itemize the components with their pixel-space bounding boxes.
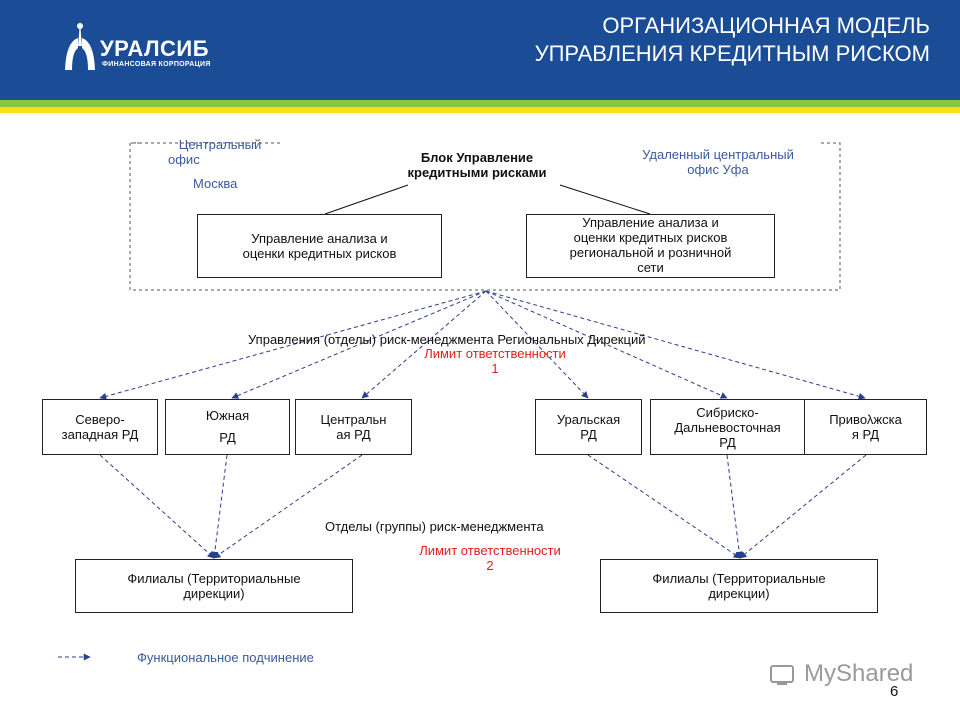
block-to-left-box-line <box>324 184 409 215</box>
remote-office-label: Удаленный центральный офис Уфа <box>618 147 818 177</box>
remote-office-line-2: офис Уфа <box>687 162 749 177</box>
rd-box-ural: Уральская РД <box>535 399 642 455</box>
limit-1-label: Лимит ответственности 1 <box>400 346 590 376</box>
rd-volga-line-1: Привολжска <box>829 412 902 427</box>
watermark: MyShared <box>768 658 928 692</box>
uralsib-emblem-icon <box>65 22 95 70</box>
limit-1-line-2: 1 <box>491 361 499 376</box>
uralsib-logo: УРАЛСИБ ФИНАНСОВАЯ КОРПОРАЦИЯ <box>60 18 230 78</box>
branches-right-line-1: Филиалы (Территориальные <box>652 571 826 586</box>
header-stripe-yellow <box>0 107 960 113</box>
right-box-line-1: Управление анализа и <box>582 215 719 230</box>
rd-box-siberia-fareast: Сибриско- Дальневосточная РД <box>650 399 805 455</box>
block-title-line-2: кредитными рисками <box>407 165 547 180</box>
rd-south-line-2: РД <box>219 430 236 445</box>
right-box-line-4: сети <box>637 260 664 275</box>
credit-risk-analysis-box: Управление анализа и оценки кредитных ри… <box>197 214 442 278</box>
left-box-line-2: оценки кредитных рисков <box>242 246 397 261</box>
hub-to-rd-arrows <box>99 290 866 400</box>
central-office-line-1: Центральный <box>178 137 262 152</box>
branches-box-right: Филиалы (Территориальные дирекции) <box>600 559 878 613</box>
limit-2-line-2: 2 <box>486 558 494 573</box>
rd-siberia-line-3: РД <box>719 434 736 450</box>
rd-to-branch-arrows <box>99 454 867 559</box>
rd-box-south: Южная РД <box>165 399 290 455</box>
legend-label: Функциональное подчинение <box>137 650 314 665</box>
watermark-text: MyShared <box>804 660 914 687</box>
branches-right-line-2: дирекции) <box>708 586 770 601</box>
right-box-line-3: региональной и розничной <box>569 245 732 260</box>
branches-box-left: Филиалы (Территориальные дирекции) <box>75 559 353 613</box>
central-office-city: Москва <box>193 176 238 191</box>
rd-box-central: Центральн ая РД <box>295 399 412 455</box>
limit-2-line-1: Лимит ответственности <box>419 543 561 558</box>
header-bar <box>0 0 960 100</box>
rd-siberia-line-1: Сибриско- <box>696 404 759 420</box>
risk-groups-label: Отделы (группы) риск-менеджмента <box>325 519 544 534</box>
remote-office-line-1: Удаленный центральный <box>642 147 794 162</box>
rd-ural-line-2: РД <box>580 427 597 442</box>
rd-risk-management-label: Управления (отделы) риск-менеджмента Рег… <box>248 332 646 347</box>
block-title-line-1: Блок Управление <box>420 150 534 165</box>
limit-2-label: Лимит ответственности 2 <box>390 543 590 573</box>
block-to-right-box-line <box>559 184 651 215</box>
left-box-line-1: Управление анализа и <box>251 231 388 246</box>
rd-northwest-line-2: западная РД <box>61 427 139 442</box>
branches-left-line-1: Филиалы (Территориальные <box>127 571 301 586</box>
rd-ural-line-1: Уральская <box>556 412 621 427</box>
rd-box-northwest: Северо- западная РД <box>42 399 158 455</box>
rd-south-line-1: Южная <box>205 408 250 423</box>
central-office-line-2: офис <box>168 152 200 167</box>
header-stripe-green <box>0 100 960 107</box>
title-line-1: ОРГАНИЗАЦИОННАЯ МОДЕЛЬ <box>602 13 930 38</box>
right-box-line-2: оценки кредитных рисков <box>573 230 728 245</box>
block-title: Блок Управление кредитными рисками <box>382 150 572 180</box>
watermark-icon <box>770 665 794 685</box>
slide-title: ОРГАНИЗАЦИОННАЯ МОДЕЛЬ УПРАВЛЕНИЯ КРЕДИТ… <box>370 12 930 68</box>
rd-siberia-line-2: Дальневосточная <box>674 419 781 435</box>
limit-1-line-1: Лимит ответственности <box>424 346 566 361</box>
rd-central-line-1: Центральн <box>320 412 387 427</box>
branches-left-line-2: дирекции) <box>183 586 245 601</box>
central-office-label: Центральный офис <box>160 137 280 167</box>
page-number: 6 <box>890 683 899 700</box>
rd-central-line-2: ая РД <box>336 427 371 442</box>
rd-volga-line-2: я РД <box>851 427 880 442</box>
logo-subtext: ФИНАНСОВАЯ КОРПОРАЦИЯ <box>102 61 211 68</box>
regional-retail-risk-box: Управление анализа и оценки кредитных ри… <box>526 214 775 278</box>
rd-box-volga: Привολжска я РД <box>804 399 927 455</box>
logo-text: УРАЛСИБ <box>100 36 210 61</box>
rd-northwest-line-1: Северо- <box>75 412 125 427</box>
title-line-2: УПРАВЛЕНИЯ КРЕДИТНЫМ РИСКОМ <box>534 41 930 66</box>
